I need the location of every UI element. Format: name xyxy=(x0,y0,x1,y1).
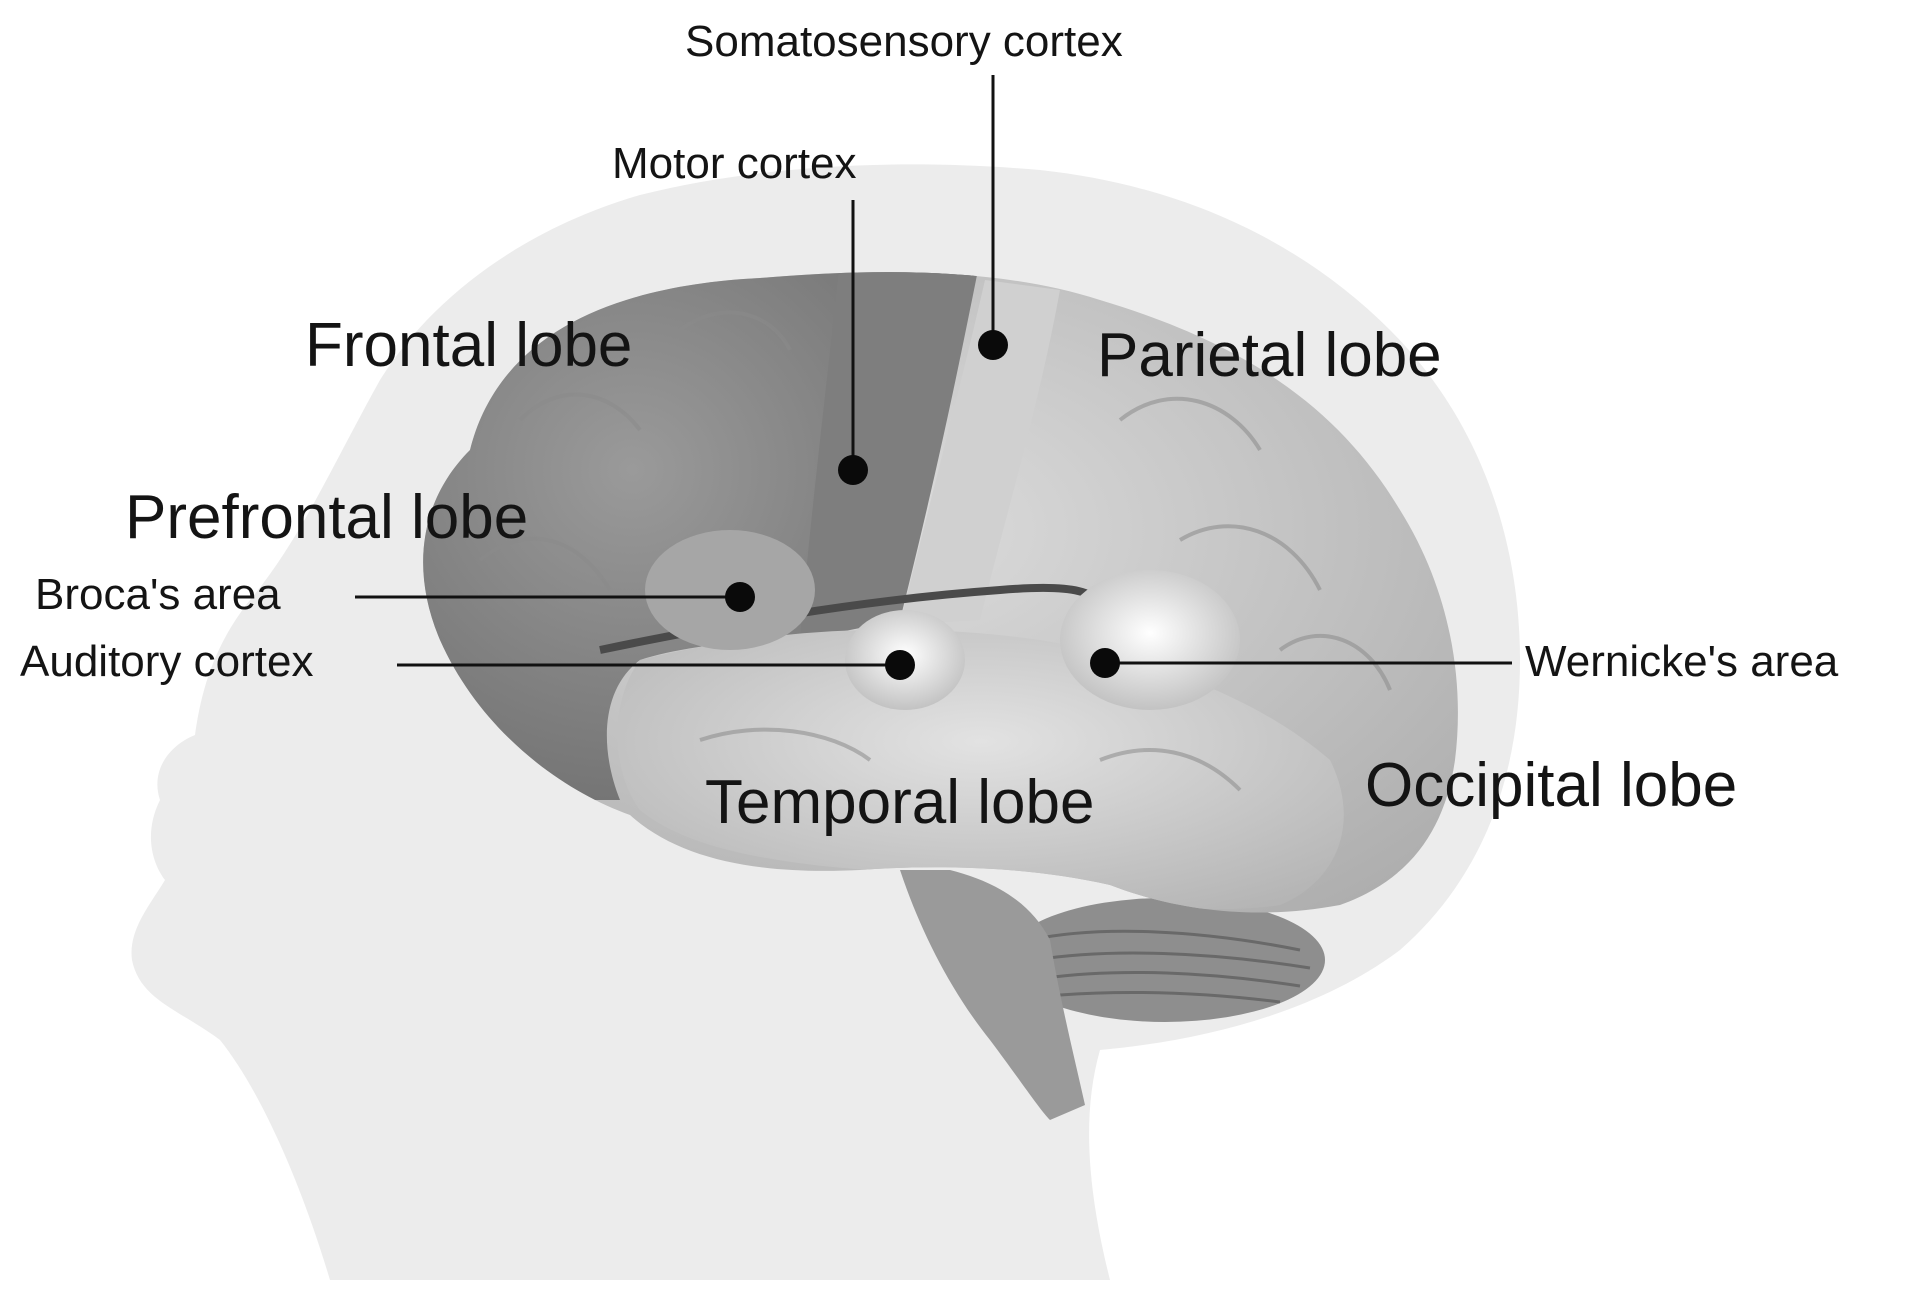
label-parietal-lobe: Parietal lobe xyxy=(1097,325,1442,387)
label-occipital-lobe: Occipital lobe xyxy=(1365,755,1737,817)
label-motor-cortex: Motor cortex xyxy=(612,142,857,186)
label-somatosensory-cortex: Somatosensory cortex xyxy=(685,20,1123,64)
auditory-dot xyxy=(885,650,915,680)
motor-cortex-dot xyxy=(838,455,868,485)
label-auditory-cortex: Auditory cortex xyxy=(20,640,313,684)
wernicke-dot xyxy=(1090,648,1120,678)
label-wernickes-area: Wernicke's area xyxy=(1525,640,1838,684)
label-frontal-lobe: Frontal lobe xyxy=(305,315,632,377)
label-temporal-lobe: Temporal lobe xyxy=(705,772,1094,834)
somatosensory-dot xyxy=(978,330,1008,360)
label-prefrontal-lobe: Prefrontal lobe xyxy=(125,487,528,549)
label-brocas-area: Broca's area xyxy=(35,573,281,617)
broca-dot xyxy=(725,582,755,612)
wernicke-region xyxy=(1060,570,1240,710)
